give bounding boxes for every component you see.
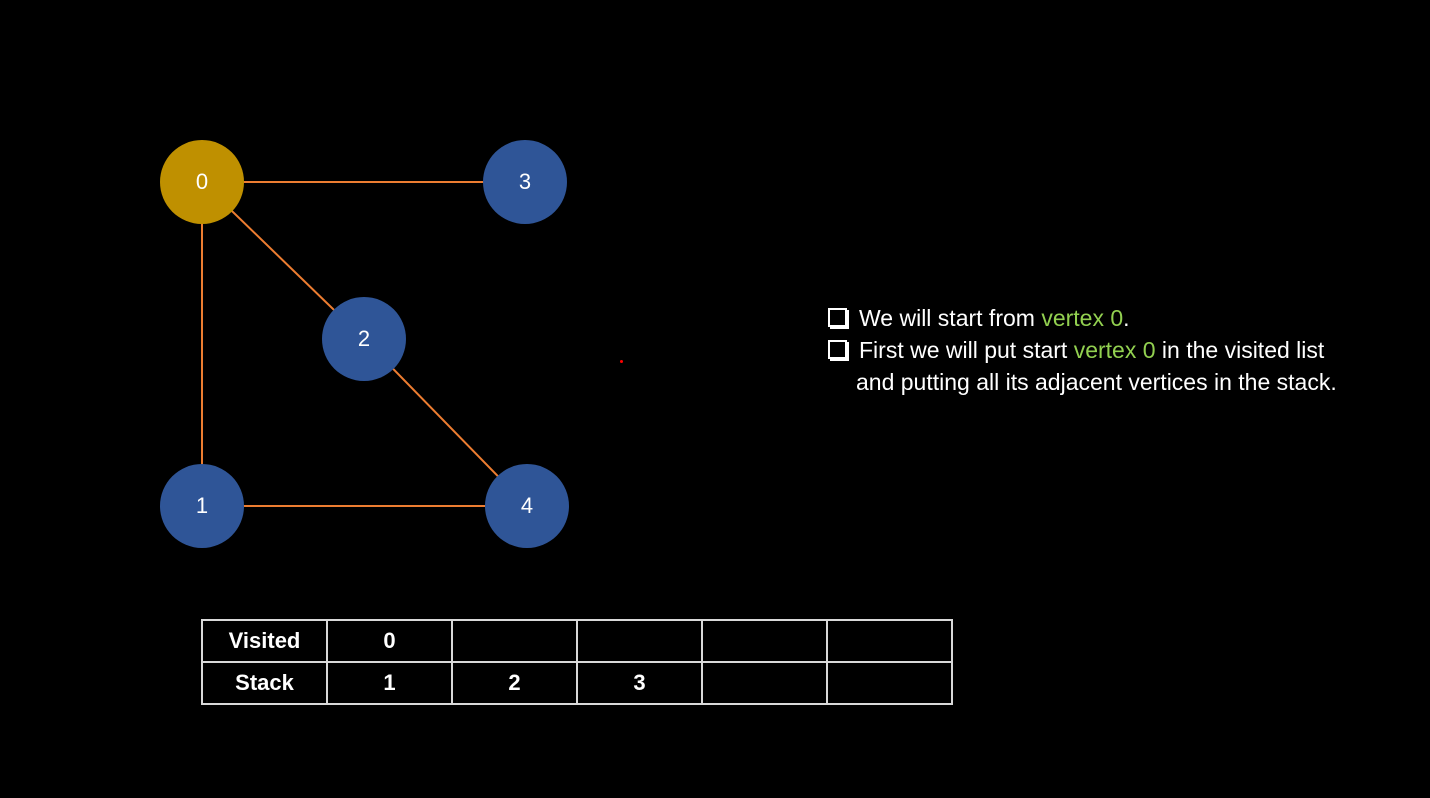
vertex-3: 3 <box>483 140 567 224</box>
vertex-label: 3 <box>519 169 531 194</box>
note-text: We will start from <box>859 305 1042 331</box>
note-text: First we will put start <box>859 337 1074 363</box>
visited-cell <box>576 619 703 663</box>
note-highlight: vertex 0 <box>1073 337 1156 363</box>
stack-row: Stack 1 2 3 <box>201 661 953 705</box>
vertex-circle <box>483 140 567 224</box>
vertex-label: 4 <box>521 493 533 518</box>
stack-cell: 2 <box>451 661 578 705</box>
stack-cell <box>826 661 953 705</box>
visited-cell <box>451 619 578 663</box>
vertex-circle <box>160 140 244 224</box>
stack-row-header: Stack <box>201 661 328 705</box>
stack-cell: 3 <box>576 661 703 705</box>
vertex-1: 1 <box>160 464 244 548</box>
note-text-continued: and putting all its adjacent vertices in… <box>856 369 1337 395</box>
visited-row: Visited 0 <box>201 619 953 663</box>
vertex-label: 0 <box>196 169 208 194</box>
note-highlight: vertex 0 <box>1041 305 1124 331</box>
note-start-vertex: We will start from vertex 0. <box>826 302 1416 334</box>
vertex-label: 1 <box>196 493 208 518</box>
visited-cell: 0 <box>326 619 453 663</box>
visited-cell <box>826 619 953 663</box>
vertex-circle <box>322 297 406 381</box>
vertex-0: 0 <box>160 140 244 224</box>
note-visited-stack: First we will put start vertex 0 in the … <box>826 334 1416 398</box>
explanation-notes: We will start from vertex 0. First we wi… <box>826 302 1416 398</box>
note-text: . <box>1123 305 1130 331</box>
vertex-4: 4 <box>485 464 569 548</box>
dfs-state-table: Visited 0 Stack 1 2 3 <box>201 619 953 705</box>
stray-dot <box>620 360 623 363</box>
checkbox-bullet-icon <box>828 340 847 359</box>
vertex-circle <box>160 464 244 548</box>
stack-cell <box>701 661 828 705</box>
visited-row-header: Visited <box>201 619 328 663</box>
note-text: in the visited list <box>1155 337 1325 363</box>
checkbox-bullet-icon <box>828 308 847 327</box>
vertex-label: 2 <box>358 326 370 351</box>
visited-cell <box>701 619 828 663</box>
stack-cell: 1 <box>326 661 453 705</box>
vertex-2: 2 <box>322 297 406 381</box>
vertex-circle <box>485 464 569 548</box>
